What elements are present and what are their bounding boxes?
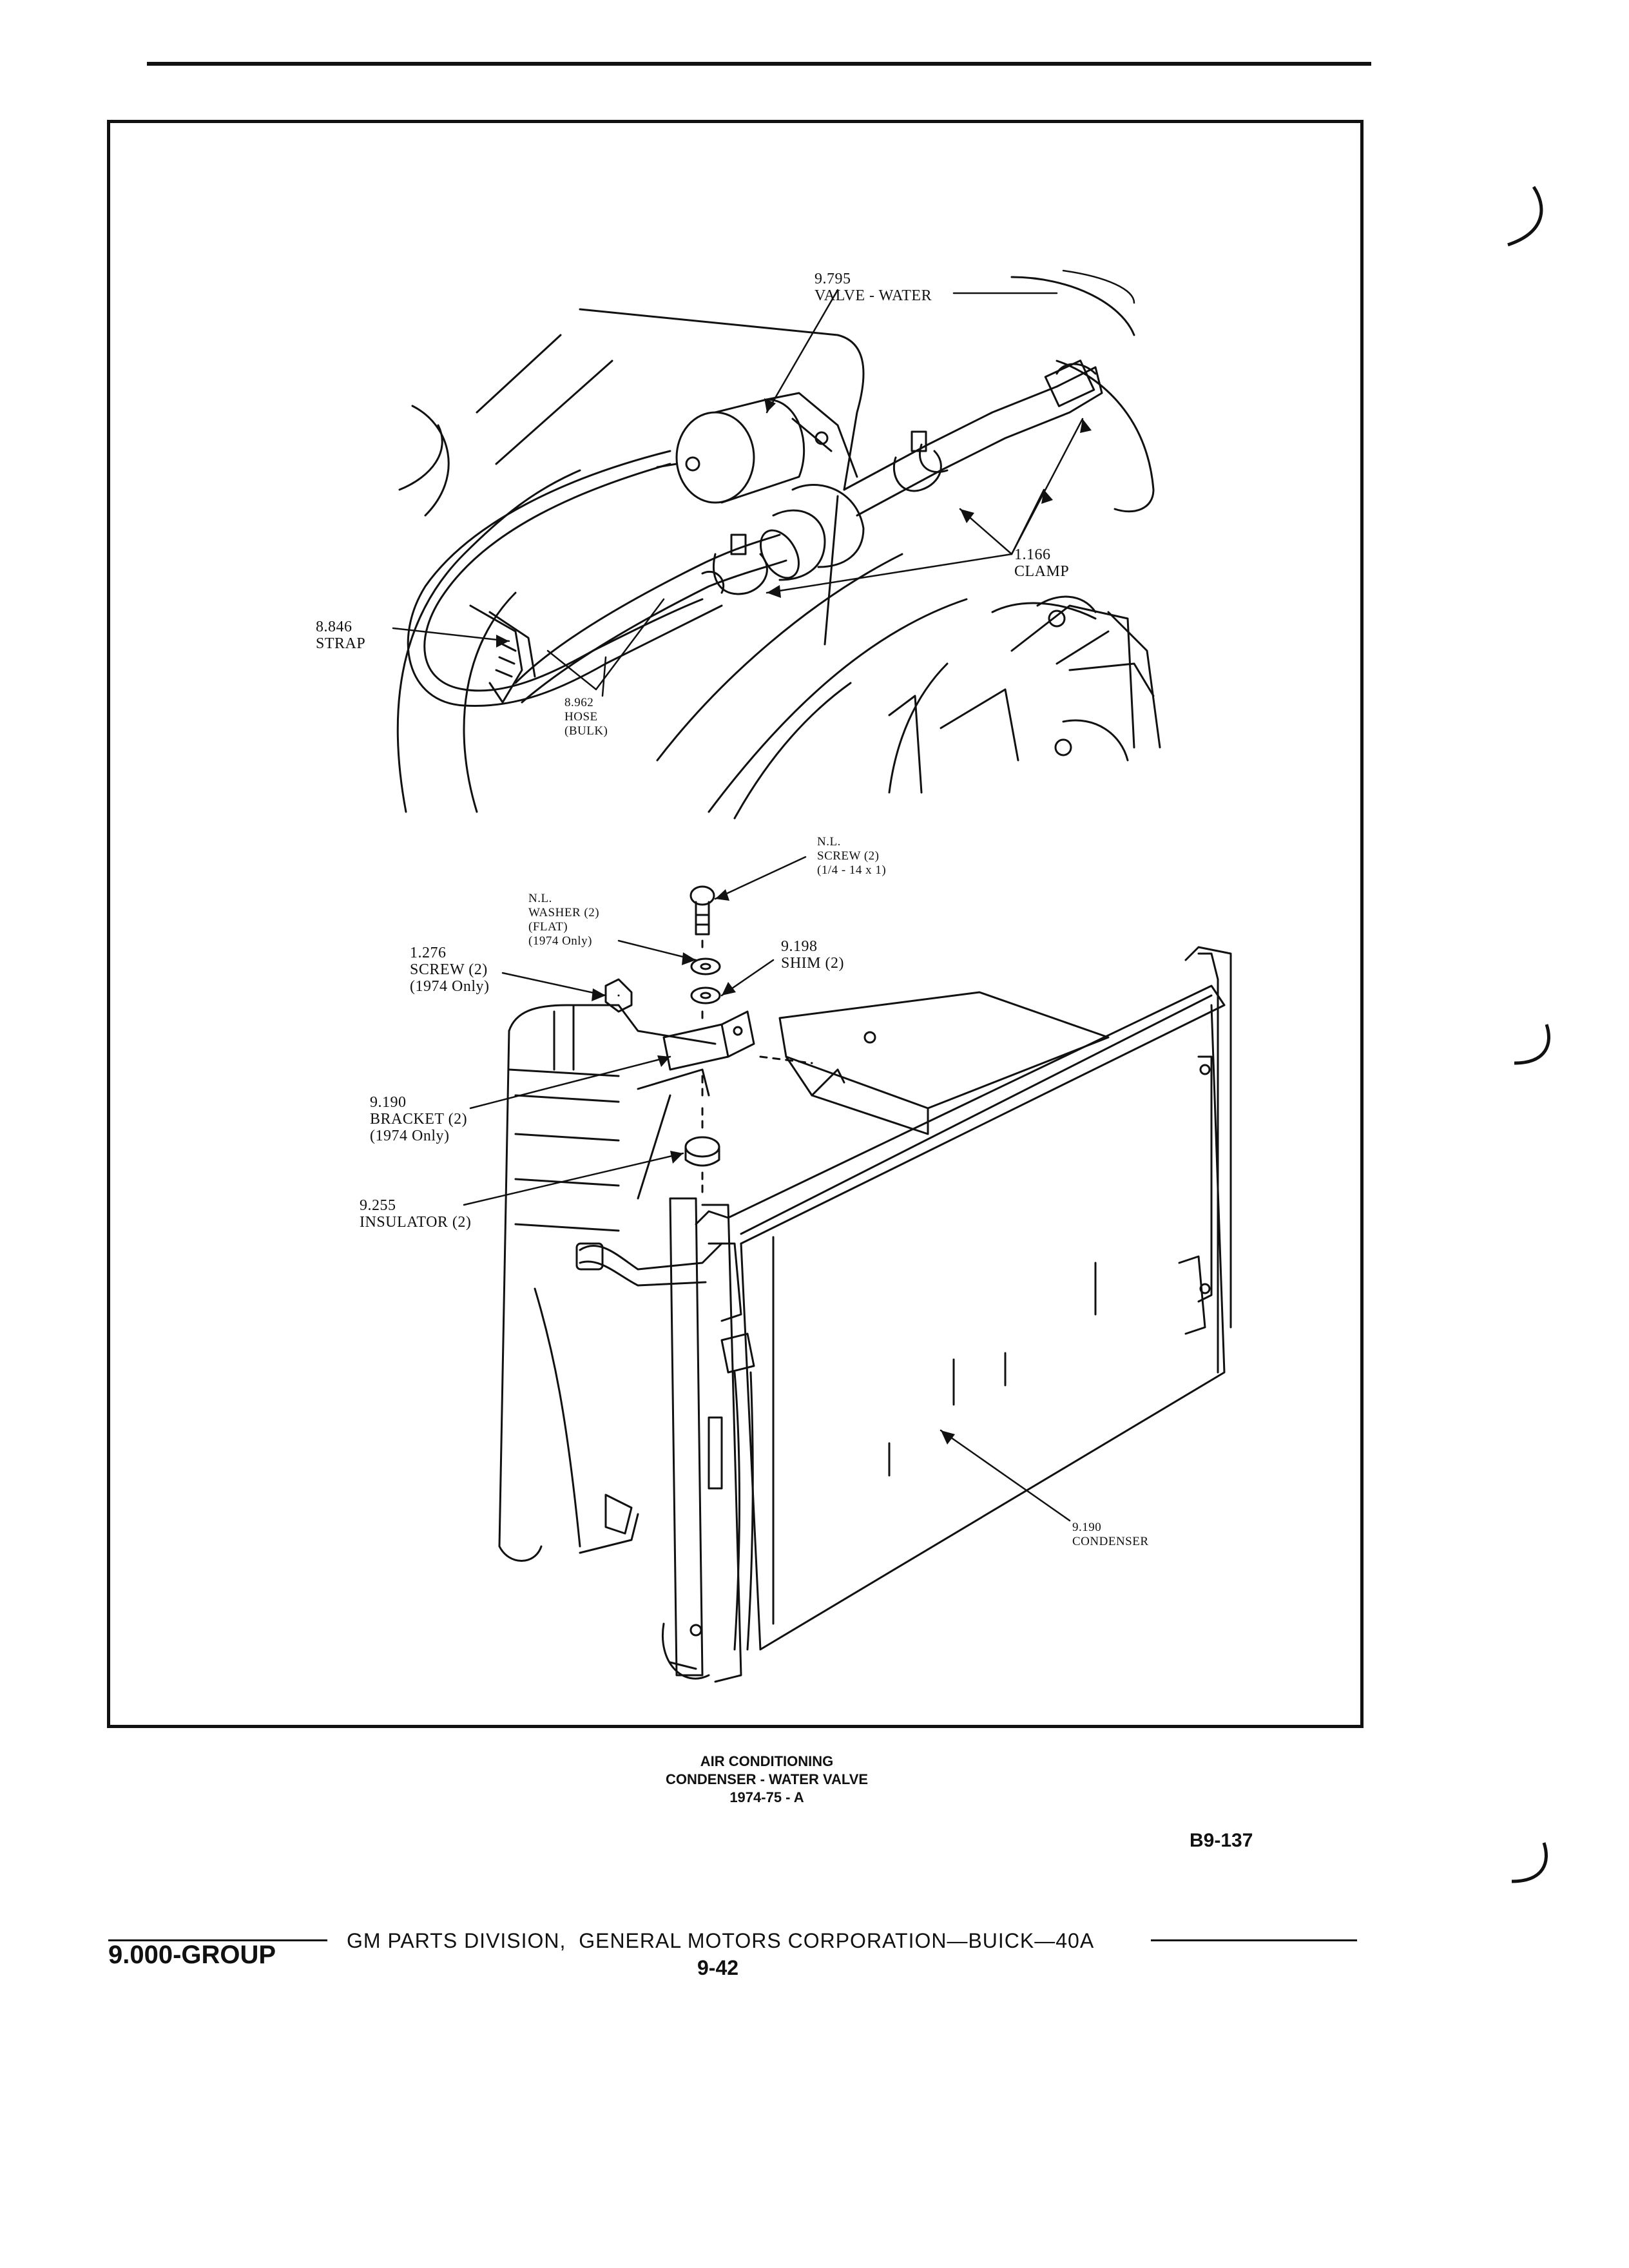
callout-valve-water: 9.795 VALVE - WATER [815,271,932,304]
callout-shim: 9.198 SHIM (2) [781,938,844,972]
callout-part-number: N.L. [817,835,841,849]
illustration-frame [107,120,1364,1728]
callout-note: (1974 Only) [370,1128,450,1144]
callout-part-name: CLAMP [1014,563,1070,580]
callout-part-number: 1.166 [1014,546,1051,563]
callout-part-number: 9.190 [1072,1521,1102,1534]
callout-part-name: WASHER (2) [528,906,600,919]
callout-hose: 8.962 HOSE (BULK) [564,696,608,738]
top-rule [147,62,1371,66]
condenser-core [727,946,1232,1651]
callout-part-number: 9.255 [360,1197,396,1214]
callout-bracket: 9.190 BRACKET (2) (1974 Only) [370,1094,467,1144]
exploded-hardware [604,885,813,1200]
callout-condenser: 9.190 CONDENSER [1072,1521,1149,1549]
footer-page-number: 9-42 [697,1956,739,1979]
footer-corporation: GM PARTS DIVISION, GENERAL MOTORS CORPOR… [347,1929,1095,1952]
footer-rule-right [1151,1939,1357,1941]
callout-note: (1974 Only) [410,978,490,995]
condenser-side-plate [662,1197,742,1683]
hose-clamps [712,430,949,595]
engine-compartment-outline [396,276,1161,820]
callout-clamp: 1.166 CLAMP [1014,546,1069,580]
callout-washer: N.L. WASHER (2) (FLAT) (1974 Only) [528,892,599,948]
callout-screw: 1.276 SCREW (2) (1974 Only) [410,945,489,995]
callout-screw-nl: N.L. SCREW (2) (1/4 - 14 x 1) [817,835,886,878]
callout-part-name: VALVE - WATER [815,287,932,304]
heater-hose-loop [407,450,787,707]
callout-part-number: 9.190 [370,1094,407,1111]
binding-edge-mark [1507,186,1543,247]
callout-part-name: INSULATOR (2) [360,1214,472,1231]
callout-part-number: 8.962 [564,696,594,709]
caption-line-3: 1974-75 - A [729,1789,804,1805]
upper-support-panel [778,991,1110,1135]
callout-part-number: 1.276 [410,945,447,961]
callout-part-name: SCREW (2) [817,849,880,863]
hose-strap [469,604,536,704]
caption-line-2: CONDENSER - WATER VALVE [665,1771,869,1787]
leader-lines-upper [392,269,1135,697]
refrigerant-line [575,1242,755,1651]
callout-part-name: STRAP [316,635,366,652]
footer-rule-left [108,1939,327,1941]
callout-note: (1/4 - 14 x 1) [817,863,887,877]
callout-part-number: 8.846 [316,619,352,635]
callout-part-name: HOSE [564,710,598,724]
straight-hose-right [843,360,1103,517]
leader-lines-lower [463,856,1071,1522]
callout-note: (1974 Only) [528,934,592,948]
callout-part-name: SHIM (2) [781,955,844,972]
callout-part-number: 9.795 [815,271,851,287]
binding-edge-mark [1511,1842,1548,1883]
binding-edge-mark [1514,1024,1550,1065]
callout-insulator: 9.255 INSULATOR (2) [360,1197,471,1231]
callout-note: (BULK) [564,724,608,738]
callout-strap: 8.846 STRAP [316,619,365,652]
page-reference: B9-137 [1190,1830,1253,1851]
caption-line-1: AIR CONDITIONING [700,1753,834,1769]
callout-part-name: BRACKET (2) [370,1111,468,1128]
callout-part-name: CONDENSER [1072,1535,1149,1548]
radiator-side-tank [498,1004,717,1562]
callout-part-number: 9.198 [781,938,818,955]
footer-group-label: 9.000-GROUP [108,1941,276,1969]
figure-caption: AIR CONDITIONING CONDENSER - WATER VALVE… [580,1753,954,1807]
callout-part-name: SCREW (2) [410,961,488,978]
callout-part-number: N.L. [528,892,552,905]
callout-note: (FLAT) [528,920,568,934]
